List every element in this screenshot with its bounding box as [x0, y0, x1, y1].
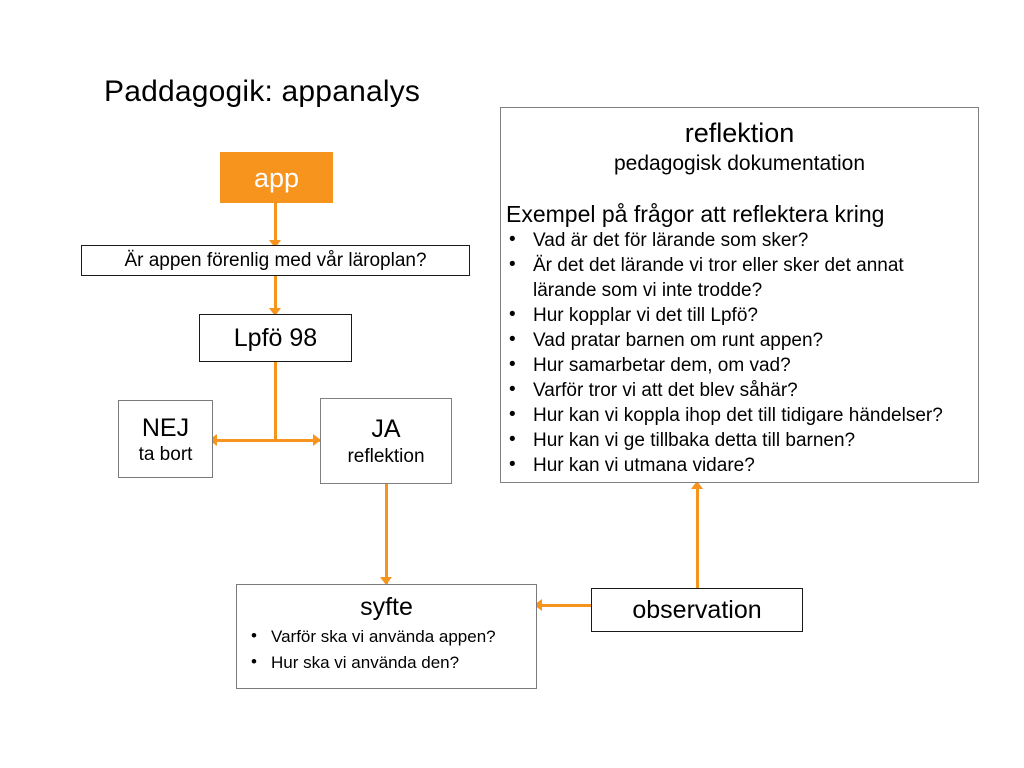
connector-observation-to-reflektion: [696, 484, 699, 589]
list-item: Varför ska vi använda appen?: [249, 623, 536, 650]
node-question-label: Är appen förenlig med vår läroplan?: [124, 249, 427, 271]
arrowhead-question-to-lpfo: [269, 308, 281, 316]
list-item-text: Hur kan vi koppla ihop det till tidigare…: [533, 405, 943, 426]
node-nej-title: NEJ: [141, 413, 190, 442]
connector-observation-to-syfte: [540, 604, 592, 607]
node-nej-subtitle: ta bort: [138, 443, 193, 465]
connector-ja-to-syfte: [385, 484, 388, 584]
list-item: Hur kopplar vi det till Lpfö?: [506, 302, 978, 328]
list-item-text: Varför tror vi att det blev såhär?: [533, 380, 798, 401]
node-observation-label: observation: [632, 596, 762, 624]
list-item-text: Vad pratar barnen om runt appen?: [533, 330, 824, 351]
connector-app-to-question: [274, 203, 277, 243]
node-nej[interactable]: NEJ ta bort: [118, 400, 213, 478]
reflektion-lead: Exempel på frågor att reflektera kring: [506, 201, 885, 227]
node-observation[interactable]: observation: [591, 588, 803, 632]
list-item: Hur kan vi koppla ihop det till tidigare…: [506, 402, 978, 428]
list-item: Hur kan vi ge tillbaka detta till barnen…: [506, 427, 978, 453]
reflektion-subtitle: pedagogisk dokumentation: [613, 152, 865, 175]
arrowhead-app-to-question: [269, 240, 281, 248]
node-syfte-title: syfte: [360, 593, 413, 621]
list-item-text: Hur kan vi ge tillbaka detta till barnen…: [533, 430, 856, 451]
list-item: Hur samarbetar dem, om vad?: [506, 352, 978, 378]
node-app-label: app: [253, 162, 300, 193]
node-lpfo98-label: Lpfö 98: [233, 324, 318, 352]
list-item: Vad är det för lärande som sker?: [506, 227, 978, 253]
node-syfte[interactable]: syfte Varför ska vi använda appen? Hur s…: [236, 584, 537, 689]
arrowhead-split-to-nej: [209, 434, 217, 446]
list-item: Är det det lärande vi tror eller sker de…: [506, 252, 978, 303]
list-item-text: Är det det lärande vi tror eller sker de…: [533, 255, 904, 276]
connector-question-to-lpfo: [274, 276, 277, 316]
list-item-text: Vad är det för lärande som sker?: [533, 230, 809, 251]
node-reflektion[interactable]: reflektion pedagogisk dokumentation Exem…: [500, 107, 979, 483]
node-ja-title: JA: [371, 414, 401, 443]
list-item: Varför tror vi att det blev såhär?: [506, 377, 978, 403]
connector-split-bar: [214, 439, 321, 442]
node-syfte-bullet-list: Varför ska vi använda appen? Hur ska vi …: [237, 623, 536, 676]
connector-lpfo-to-split: [274, 362, 277, 442]
list-item: Hur ska vi använda den?: [249, 649, 536, 676]
reflektion-title: reflektion: [684, 118, 795, 148]
arrowhead-ja-to-syfte: [380, 577, 392, 585]
list-item-text: Hur kopplar vi det till Lpfö?: [533, 305, 758, 326]
node-app[interactable]: app: [220, 152, 333, 203]
list-item-text: Hur kan vi utmana vidare?: [533, 455, 755, 476]
list-item: Vad pratar barnen om runt appen?: [506, 327, 978, 353]
list-item-text: Hur samarbetar dem, om vad?: [533, 355, 791, 376]
list-item-continuation: lärande som vi inte trodde?: [533, 280, 763, 301]
arrowhead-observation-to-reflektion: [691, 481, 703, 489]
node-ja-subtitle: reflektion: [347, 445, 425, 467]
node-question[interactable]: Är appen förenlig med vår läroplan?: [81, 245, 470, 276]
node-ja[interactable]: JA reflektion: [320, 398, 452, 484]
reflektion-bullet-list: Vad är det för lärande som sker? Är det …: [506, 227, 978, 478]
node-lpfo98[interactable]: Lpfö 98: [199, 314, 352, 362]
arrowhead-observation-to-syfte: [534, 599, 542, 611]
page-title: Paddagogik: appanalys: [104, 75, 421, 108]
arrowhead-split-to-ja: [313, 434, 321, 446]
list-item: Hur kan vi utmana vidare?: [506, 452, 978, 478]
